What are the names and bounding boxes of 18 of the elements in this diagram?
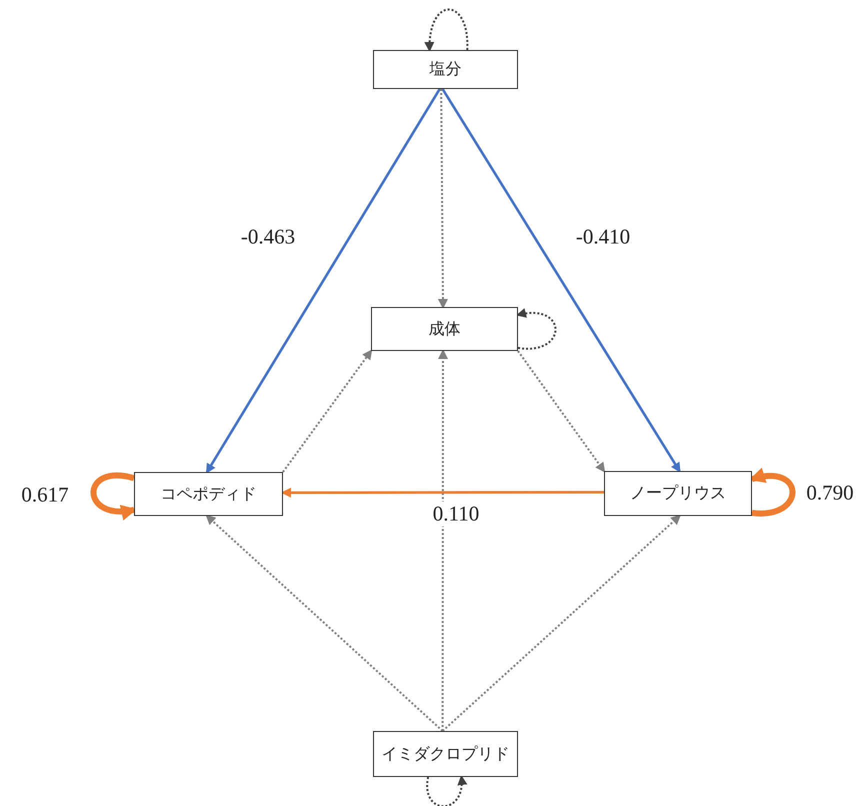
edge-label: 0.110	[430, 502, 482, 526]
arrow	[517, 350, 606, 473]
arrow	[442, 514, 681, 732]
self-loop-arrow	[516, 308, 556, 350]
arrow	[206, 514, 444, 732]
arrow	[206, 88, 441, 474]
variable-box: コペポディド	[134, 472, 283, 516]
variable-box: 成体	[371, 307, 518, 351]
variable-box: ノープリウス	[604, 471, 752, 516]
arrow	[438, 89, 448, 309]
variable-box: 塩分	[373, 50, 518, 89]
self-loop-arrow	[426, 775, 467, 806]
arrow	[442, 88, 681, 473]
variable-box: イミダクロプリド	[373, 731, 518, 777]
arrow	[281, 488, 604, 498]
arrow	[282, 349, 372, 473]
arrow	[438, 349, 448, 731]
self-loop-arrow	[424, 8, 468, 52]
